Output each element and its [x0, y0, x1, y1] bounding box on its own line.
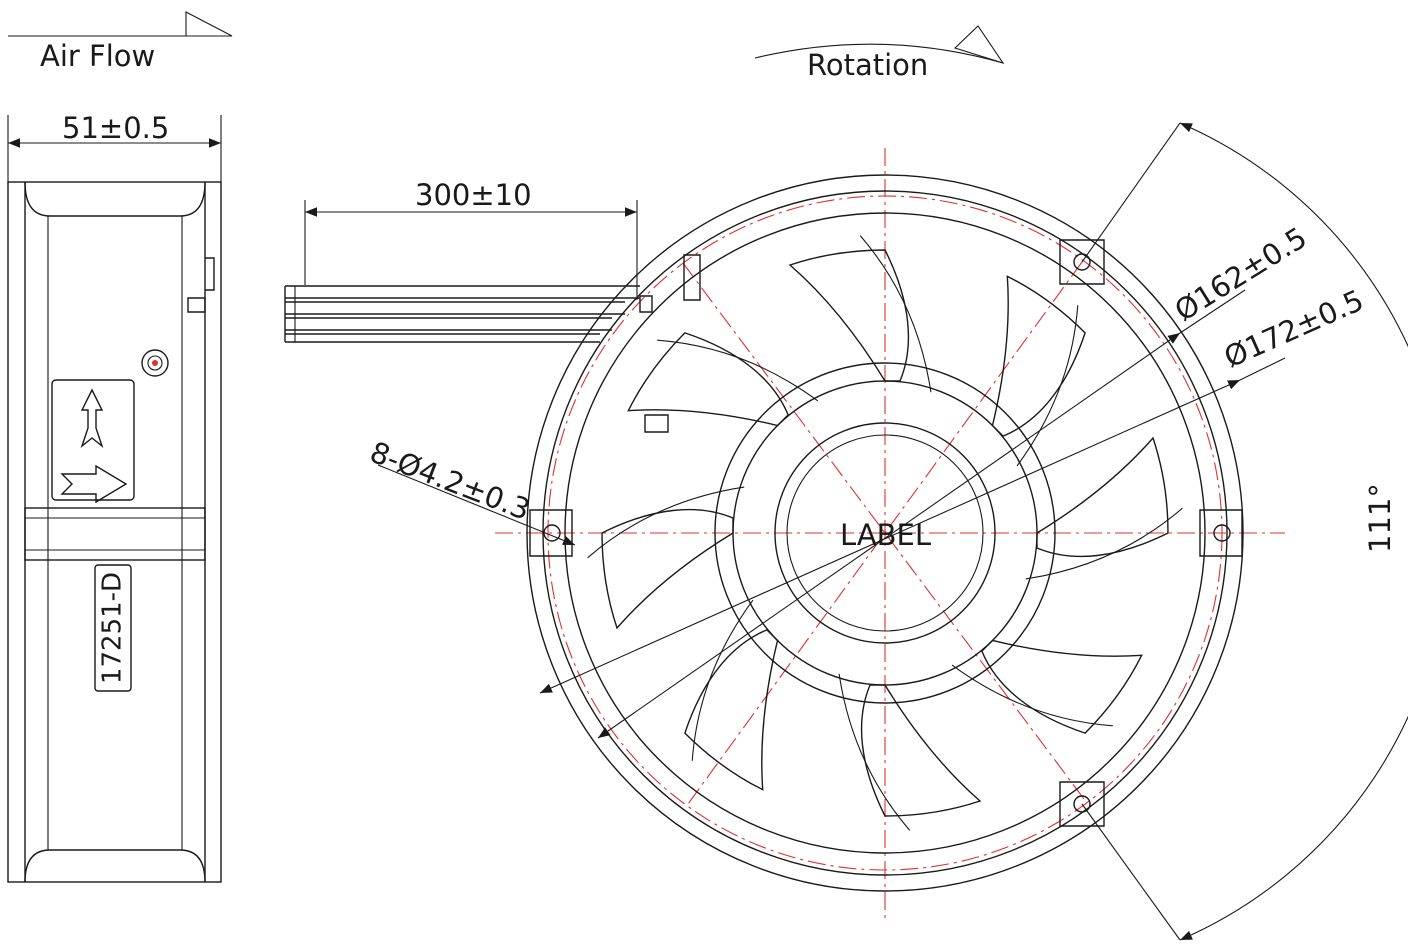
air-flow-indicator: Air Flow	[8, 11, 233, 73]
model-number: 17251-D	[98, 572, 128, 684]
rotation-label: Rotation	[807, 48, 928, 82]
side-view: 51±0.5 17251-D	[7, 111, 222, 883]
width-dimension: 51±0.5	[62, 111, 169, 145]
hole-spec: 8-Ø4.2±0.3	[365, 435, 534, 527]
front-view: LABEL Ø162±0.5 Ø172±0.5 8-Ø4.2±0.3 111°	[365, 122, 1408, 941]
up-arrow-icon	[80, 388, 104, 449]
center-label: LABEL	[840, 518, 931, 552]
lead-length-dimension: 300±10	[415, 178, 532, 212]
angle-dimension: 111°	[1363, 483, 1397, 553]
right-arrow-icon	[60, 464, 128, 504]
lead-wires: 300±10	[284, 178, 640, 343]
air-flow-label: Air Flow	[40, 39, 155, 73]
outer-diameter: Ø172±0.5	[1219, 283, 1369, 375]
rotation-indicator: Rotation	[754, 25, 1005, 82]
